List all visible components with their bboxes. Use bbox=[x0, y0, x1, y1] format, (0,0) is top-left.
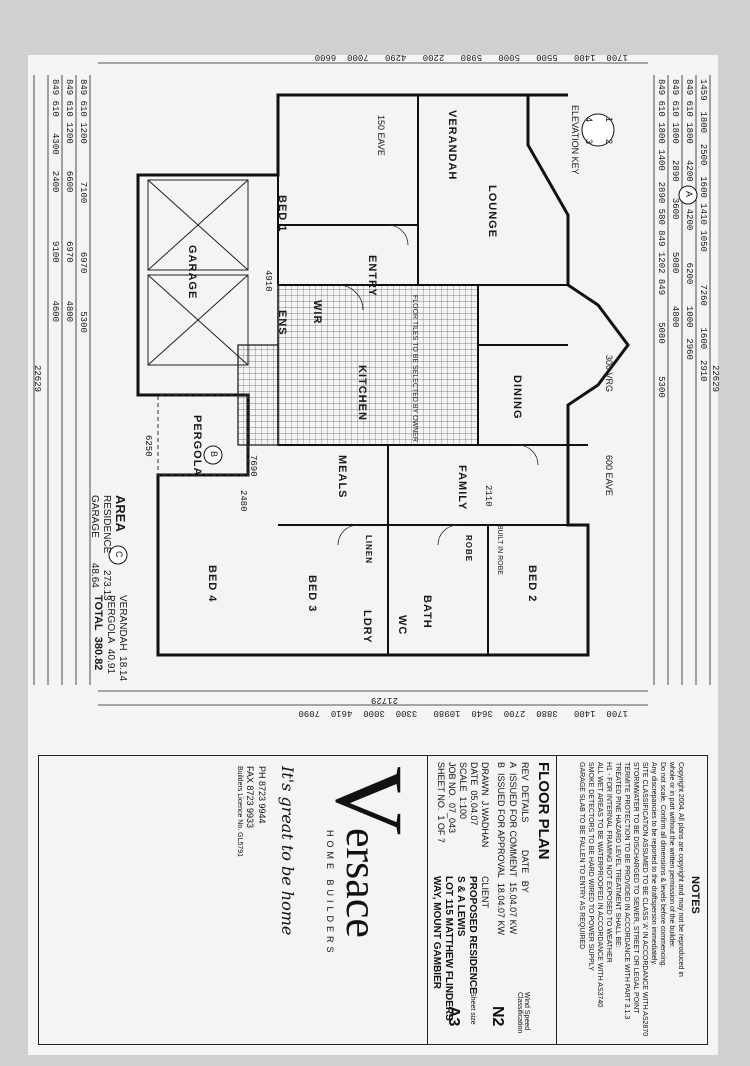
room-verandah: VERANDAH bbox=[446, 110, 458, 181]
overall-height: 21729 bbox=[370, 695, 398, 705]
area-row-garage: GARAGE 48.64 bbox=[89, 495, 100, 588]
dim-2480: 2480 bbox=[238, 490, 248, 512]
side-dimension-lines bbox=[98, 62, 648, 706]
dim-6250: 6250 bbox=[143, 435, 153, 457]
room-kitchen: KITCHEN bbox=[356, 365, 368, 421]
area-row-residence: RESIDENCE 273.13 bbox=[101, 495, 112, 601]
section-a-label: A bbox=[684, 191, 694, 198]
dim-bottom-row2: 849 610 1200 6600 6970 4800 bbox=[64, 79, 74, 323]
rev-row-a: A ISSUED FOR COMMENT 15.04.07 KW bbox=[508, 762, 518, 935]
drawn-row: DRAWN J.WADHAN bbox=[480, 762, 490, 848]
dim-bottom-row3: 849 610 4300 2400 9100 4600 bbox=[50, 79, 60, 323]
vrg-300: 300 VRG bbox=[604, 355, 614, 393]
room-linen: LINEN bbox=[364, 535, 373, 564]
area-title: AREA bbox=[113, 495, 128, 532]
dim-bottom-row1: 849 610 1200 7100 6970 5300 bbox=[78, 79, 88, 333]
overall-width-top: 22629 bbox=[710, 365, 720, 393]
dim-row1: 1459 1800 2500 1600 1410 1050 7260 1600 … bbox=[698, 79, 708, 382]
eave-600: 600 EAVE bbox=[604, 455, 614, 496]
tiled-floor-area bbox=[277, 284, 479, 446]
room-robe: ROBE bbox=[464, 535, 473, 563]
dim-row4: 849 610 1800 1400 2890 580 849 1202 849 … bbox=[656, 79, 666, 398]
bottom-dimension-lines bbox=[33, 75, 91, 685]
room-bath: BATH bbox=[421, 595, 433, 629]
dim-meals-w: 2110 bbox=[483, 485, 493, 507]
rotated-plan: 22629 22629 21729 1459 1800 2500 1600 14… bbox=[28, 52, 720, 1055]
info-grid: FLOOR PLAN REV DETAILS DATE BY A ISSUED … bbox=[427, 756, 557, 1044]
notes-title: NOTES bbox=[689, 876, 701, 914]
room-dining: DINING bbox=[511, 375, 523, 420]
sheet-row: SHEET NO. 1 OF 7 bbox=[436, 762, 446, 843]
room-bed3: BED 3 bbox=[306, 575, 318, 613]
title-block: NOTES Copyright 2004. All plans are copy… bbox=[38, 755, 708, 1045]
fax: FAX 8723 9933 bbox=[245, 766, 255, 829]
sheet-size-label: Sheet size bbox=[469, 992, 476, 1025]
rev-row-b: B ISSUED FOR APPROVAL 18.04.07 KW bbox=[496, 762, 506, 935]
dim-row3: 849 610 1800 2890 3600 5080 4800 bbox=[670, 79, 680, 328]
room-wir: WIR bbox=[311, 300, 323, 325]
logo-subtitle: HOME BUILDERS bbox=[325, 830, 335, 957]
licence: Builders Licence No. GL5791 bbox=[236, 766, 243, 858]
dim-4910: 4910 bbox=[263, 270, 273, 292]
section-markers bbox=[108, 113, 698, 565]
area-row-total: TOTAL 380.82 bbox=[92, 595, 104, 671]
notes-list: Copyright 2004. All plans are copyright … bbox=[578, 762, 684, 1037]
logo-wordmark: ersace bbox=[337, 828, 386, 938]
wind-label: Wind Speed Classification bbox=[516, 992, 530, 1034]
area-row-pergola: PERGOLA 40.91 bbox=[105, 595, 116, 674]
room-bed4: BED 4 bbox=[206, 565, 218, 603]
elev-3: 3 bbox=[584, 139, 594, 145]
elevation-key-label: ELEVATION KEY bbox=[570, 105, 580, 175]
phone: PH 8723 9944 bbox=[257, 766, 267, 824]
floor-tile-note: FLOOR TILES TO BE SELECTED BY OWNER bbox=[411, 295, 418, 442]
logo-v: V bbox=[316, 766, 423, 836]
section-b-label: B bbox=[209, 451, 219, 458]
elev-4: 4 bbox=[584, 117, 594, 123]
pergola-outline bbox=[157, 394, 249, 476]
elev-2: 2 bbox=[604, 139, 614, 145]
dim-right-col: 1700 1400 3880 2700 3640 10980 3300 3000… bbox=[298, 708, 628, 718]
logo: V ersace HOME BUILDERS bbox=[307, 766, 423, 1036]
room-entry: ENTRY bbox=[366, 255, 378, 297]
top-dimension-lines bbox=[653, 75, 711, 685]
room-wc: WC bbox=[396, 615, 408, 636]
garage-door bbox=[147, 179, 249, 366]
rev-header: REV DETAILS DATE BY bbox=[520, 762, 530, 893]
suburb: WAY, MOUNT GAMBIER bbox=[431, 876, 442, 989]
robe-note: BUILT IN ROBE bbox=[496, 525, 503, 575]
eave-150: 150 EAVE bbox=[376, 115, 386, 156]
overall-width-bottom: 22629 bbox=[32, 365, 42, 393]
lot-address: LOT 115 MATTHEW FLINDERS bbox=[443, 876, 454, 1021]
sheet-size: A3 bbox=[445, 1006, 462, 1027]
room-garage: GARAGE bbox=[186, 245, 198, 300]
drawing-title: FLOOR PLAN bbox=[535, 762, 552, 860]
wind-class: N2 bbox=[489, 1006, 506, 1027]
dim-left-col: 1700 1400 5500 5000 5980 2200 4290 7000 … bbox=[314, 52, 628, 62]
client-label: CLIENT bbox=[480, 876, 490, 909]
internal-walls bbox=[277, 95, 588, 655]
room-meals: MEALS bbox=[336, 455, 348, 499]
room-bed2: BED 2 bbox=[526, 565, 538, 603]
scale-row: SCALE 1:100 bbox=[458, 762, 468, 820]
dim-row2: 849 610 1800 4200 4200 6200 1000 2960 bbox=[684, 79, 694, 360]
area-row-verandah: VERANDAH 18.14 bbox=[117, 595, 128, 682]
external-walls bbox=[136, 93, 630, 657]
room-bed1: BED 1 bbox=[276, 195, 288, 233]
room-ens: ENS bbox=[276, 310, 288, 336]
elev-1: 1 bbox=[604, 117, 614, 123]
project-name: PROPOSED RESIDENCE bbox=[467, 876, 478, 994]
jobno-row: JOB NO. 07_043 bbox=[447, 762, 457, 834]
section-c-label: C bbox=[114, 551, 124, 558]
tagline: It's great to be home bbox=[278, 766, 297, 936]
room-pergola: PERGOLA bbox=[191, 415, 203, 477]
date-row: DATE 05.04.07 bbox=[469, 762, 479, 826]
room-family: FAMILY bbox=[456, 465, 468, 511]
room-lounge: LOUNGE bbox=[486, 185, 498, 239]
client-name: S & A LEWIS bbox=[455, 876, 466, 937]
room-ldry: LDRY bbox=[361, 610, 373, 644]
dim-7690: 7690 bbox=[248, 455, 258, 477]
door-swings bbox=[337, 224, 539, 546]
